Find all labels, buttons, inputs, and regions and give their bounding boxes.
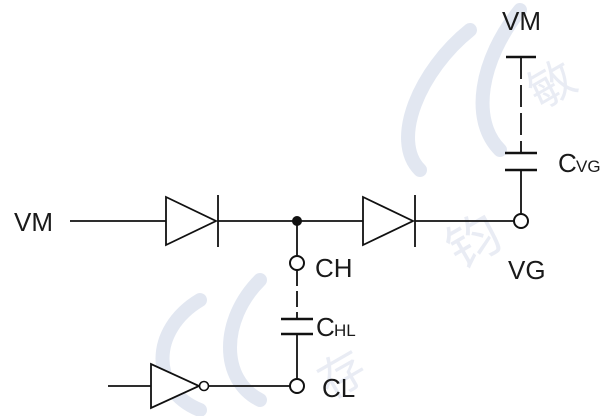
node-vg xyxy=(513,213,529,229)
svg-text:HL: HL xyxy=(334,321,356,340)
label-chl: C HL xyxy=(316,312,356,342)
diode-1 xyxy=(165,195,219,247)
label-vm-top: VM xyxy=(502,6,541,36)
node-cl xyxy=(289,378,305,394)
svg-text:C: C xyxy=(316,312,335,342)
svg-text:VG: VG xyxy=(576,157,601,176)
inverter xyxy=(150,362,210,410)
svg-text:C: C xyxy=(558,148,577,178)
watermark-char-0: 钧 xyxy=(437,203,512,281)
watermark-char-1: 敏 xyxy=(519,50,586,120)
label-cvg: C VG xyxy=(558,148,601,178)
label-vm-left: VM xyxy=(14,207,53,237)
node-ch xyxy=(289,255,305,271)
diode-2 xyxy=(362,195,416,247)
label-cl: CL xyxy=(322,373,355,403)
label-vg: VG xyxy=(508,255,546,285)
label-ch: CH xyxy=(315,253,353,283)
